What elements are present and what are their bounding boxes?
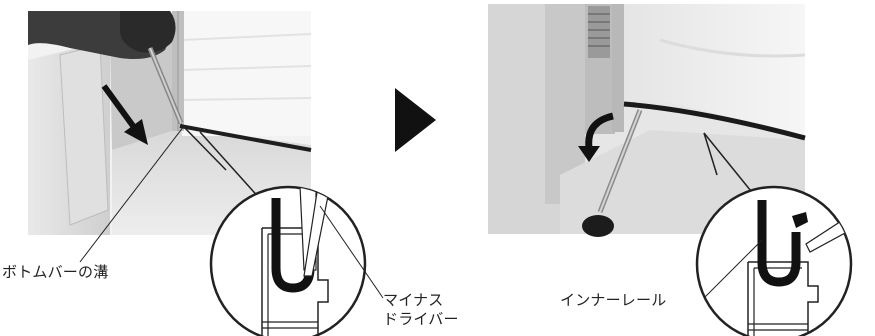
right-detail-callout — [695, 132, 853, 336]
next-step-triangle-icon — [395, 88, 436, 152]
curved-rotate-arrow-icon — [578, 112, 614, 162]
bottom-bar-groove-label: ボトムバーの溝 — [2, 263, 109, 281]
flathead-driver-label-line2: ドライバー — [383, 310, 459, 328]
left-photo — [28, 11, 312, 235]
down-right-arrow-icon — [101, 84, 148, 145]
left-detail-callout — [180, 123, 384, 336]
inner-rail-label: インナーレール — [560, 291, 667, 309]
groove-leader-line — [79, 125, 185, 263]
flathead-driver-label-line1: マイナス — [383, 291, 444, 309]
flathead-driver-label: マイナス ドライバー — [383, 291, 459, 329]
